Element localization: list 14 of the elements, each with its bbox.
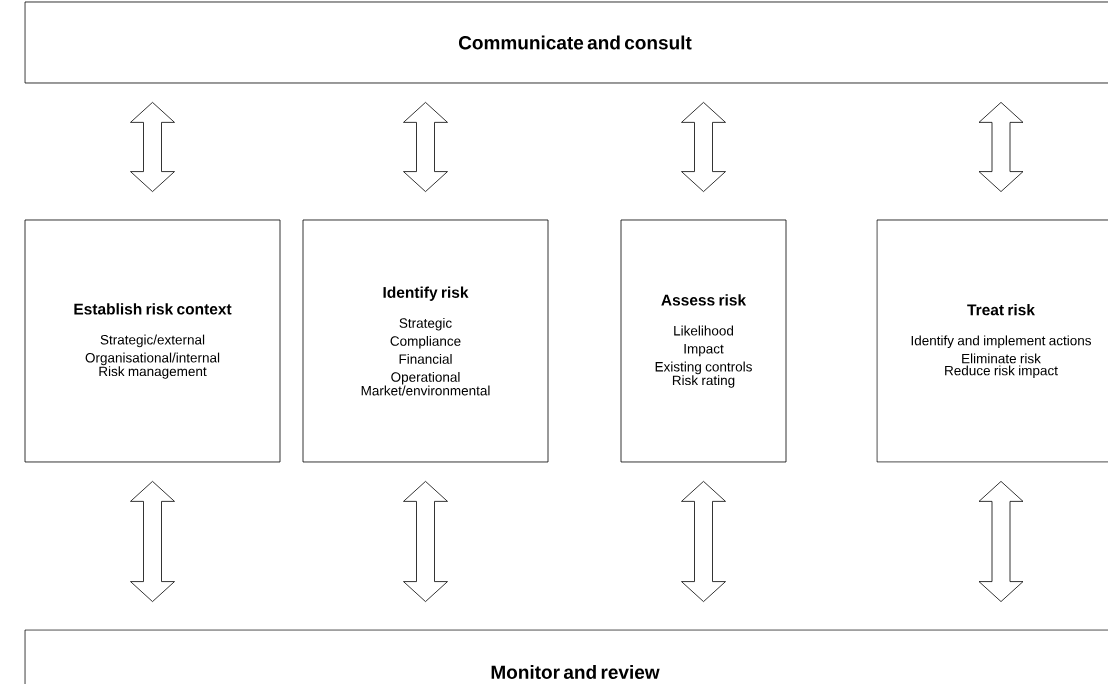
double-arrow: [403, 481, 448, 602]
double-arrow: [978, 101, 1024, 192]
double-arrow: [130, 101, 175, 192]
banner-box: Communicate and consult: [24, 1, 1108, 84]
double-arrow: [681, 481, 726, 602]
banner-box: Monitor and review: [24, 629, 1108, 684]
double-arrow: [978, 481, 1024, 602]
double-arrow: [130, 481, 175, 602]
double-arrow: [403, 101, 448, 192]
process-box: Identify risk Strategic Compliance Financial Operational Market/environmental: [302, 219, 549, 463]
double-arrow: [681, 101, 726, 192]
process-box: Treat risk Identify and implement actions Eliminate risk Reduce risk impact: [876, 219, 1108, 463]
process-box: Establish risk context Strategic/external Organisational/internal Risk management: [24, 219, 281, 463]
process-box: Assess risk Likelihood Impact Existing controls Risk rating: [620, 219, 787, 463]
